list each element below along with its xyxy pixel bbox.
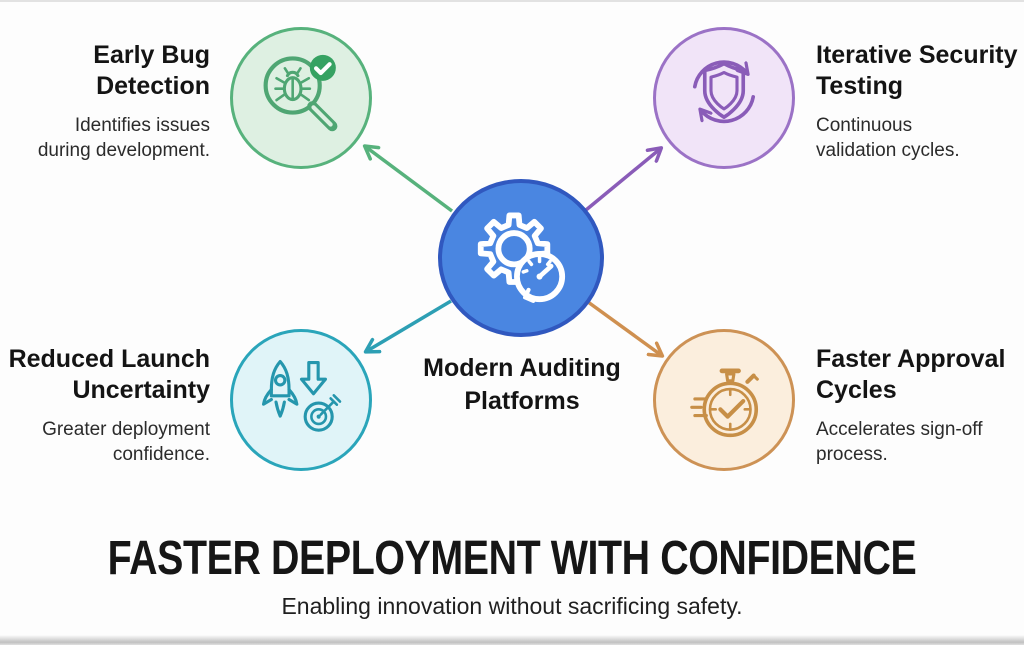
arrow-to-iterative-security-testing (584, 146, 664, 212)
node-title: Iterative Security Testing (816, 41, 1018, 100)
node-text-early-bug-detection: Early Bug Detection Identifies issues du… (4, 40, 210, 163)
arrow-to-faster-approval-cycles (586, 300, 665, 358)
node-text-iterative-security-testing: Iterative Security Testing Continuous va… (816, 40, 1022, 163)
stopwatch-check-icon (690, 368, 759, 438)
node-circle-reduced-launch-uncertainty (230, 329, 372, 471)
top-edge-artifact (0, 0, 1024, 2)
check-badge (309, 54, 336, 81)
node-circle-early-bug-detection (230, 27, 372, 169)
node-description: Greater deployment confidence. (42, 419, 210, 466)
footer-headline: FASTER DEPLOYMENT WITH CONFIDENCE (107, 532, 917, 585)
center-hub-label: Modern Auditing Platforms (423, 354, 621, 415)
center-hub-circle (438, 179, 604, 337)
node-text-reduced-launch-uncertainty: Reduced Launch Uncertainty Greater deplo… (4, 344, 210, 467)
node-circle-faster-approval-cycles (653, 329, 795, 471)
node-description: Identifies issues during development. (37, 115, 210, 162)
node-title: Faster Approval Cycles (816, 345, 1006, 404)
bottom-edge-shadow (0, 635, 1024, 645)
arrow-to-early-bug-detection (362, 144, 454, 213)
bug-magnifier-check-icon (263, 54, 338, 132)
gear-gauge-icon (477, 212, 566, 303)
node-text-faster-approval-cycles: Faster Approval Cycles Accelerates sign-… (816, 344, 1022, 467)
footer-subtitle: Enabling innovation without sacrificing … (281, 593, 743, 619)
arrow-to-reduced-launch-uncertainty (363, 299, 452, 354)
node-title: Reduced Launch Uncertainty (8, 345, 210, 404)
node-description: Continuous validation cycles. (816, 115, 960, 162)
node-title: Early Bug Detection (93, 41, 210, 100)
shield-refresh-icon (692, 60, 756, 124)
node-description: Accelerates sign-off process. (816, 419, 983, 466)
rocket-arrow-target-icon (262, 359, 342, 432)
node-circle-iterative-security-testing (653, 27, 795, 169)
